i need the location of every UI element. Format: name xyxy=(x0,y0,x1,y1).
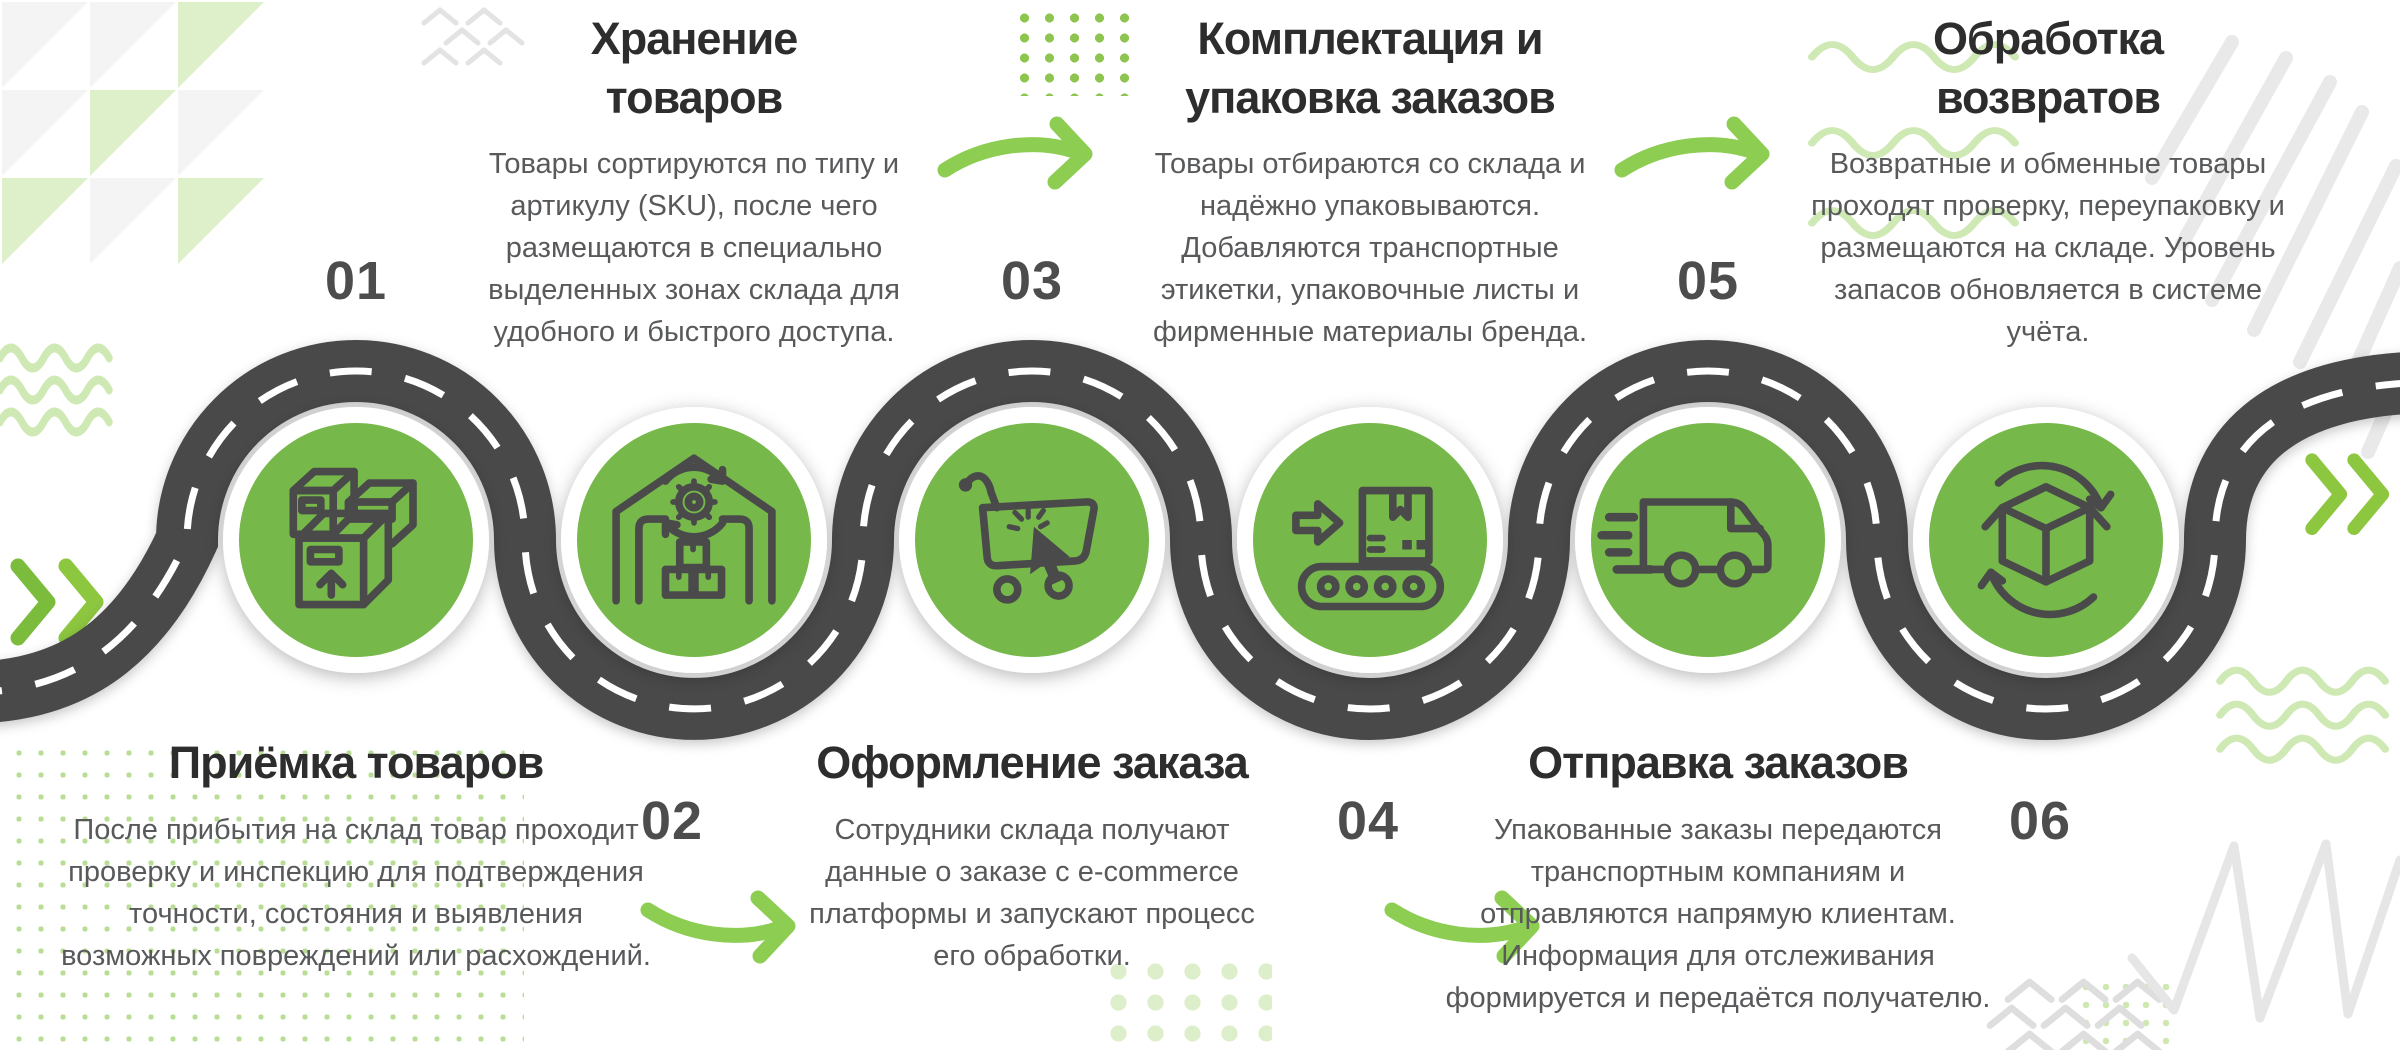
dot-grid-decoration xyxy=(1012,8,1144,96)
dot-grid-decoration xyxy=(8,742,524,1042)
step-title: Комплектация и упаковка заказов xyxy=(1185,13,1556,123)
step-number: 06 xyxy=(2008,791,2072,851)
step-title: Обработка возвратов xyxy=(1932,13,2164,123)
flow-arrow-icon xyxy=(1384,890,1540,964)
scribble-decoration xyxy=(2127,839,2400,1023)
step-text-block: Оформление заказа Сотрудники склада полу… xyxy=(742,734,1322,977)
step-title: Оформление заказа xyxy=(816,737,1249,788)
step-circle xyxy=(915,423,1149,657)
step-title: Хранение товаров xyxy=(590,13,799,123)
road-center-line xyxy=(0,367,2400,713)
step-description: Сотрудники склада получают данные о зака… xyxy=(809,813,1255,972)
step-description: Упакованные заказы передаются транспортн… xyxy=(1445,813,1991,1014)
step-title: Приёмка товаров xyxy=(168,737,545,788)
step-number: 01 xyxy=(324,251,388,311)
warehouse-icon xyxy=(612,454,776,605)
step-description: После прибытия на склад товар проходит п… xyxy=(61,813,651,972)
step-number: 03 xyxy=(1000,251,1064,311)
dot-grid-decoration xyxy=(1100,956,1272,1050)
step-number: 04 xyxy=(1336,791,1400,851)
flow-arrow-icon xyxy=(640,890,796,964)
step-description: Товары сортируются по типу и артикулу (S… xyxy=(488,148,900,349)
step-text-block: Отправка заказов Упакованные заказы пере… xyxy=(1418,734,2018,1019)
step-title: Отправка заказов xyxy=(1528,737,1909,788)
step-description: Товары отбираются со склада и надёжно уп… xyxy=(1152,148,1588,349)
step-description: Возвратные и обменные товары проходят пр… xyxy=(1811,148,2285,349)
road-path xyxy=(0,340,2400,740)
step-text-block: Приёмка товаров После прибытия на склад … xyxy=(46,734,666,977)
boxes-icon xyxy=(289,467,417,609)
flow-arrow-icon xyxy=(937,116,1093,190)
step-text-block: Обработка возвратов Возвратные и обменны… xyxy=(1808,10,2288,353)
truck-icon xyxy=(1597,498,1772,588)
step-text-block: Комплектация и упаковка заказов Товары о… xyxy=(1120,10,1620,353)
step-circle xyxy=(1591,423,1825,657)
step-text-block: Хранение товаров Товары сортируются по т… xyxy=(454,10,934,353)
conveyor-icon xyxy=(1292,486,1445,611)
triangle-mosaic-decoration xyxy=(2,2,264,264)
returns-icon xyxy=(1977,461,2115,619)
step-number: 05 xyxy=(1676,251,1740,311)
cart-click-icon xyxy=(958,472,1098,604)
flow-arrow-icon xyxy=(1614,116,1770,190)
step-number: 02 xyxy=(640,791,704,851)
